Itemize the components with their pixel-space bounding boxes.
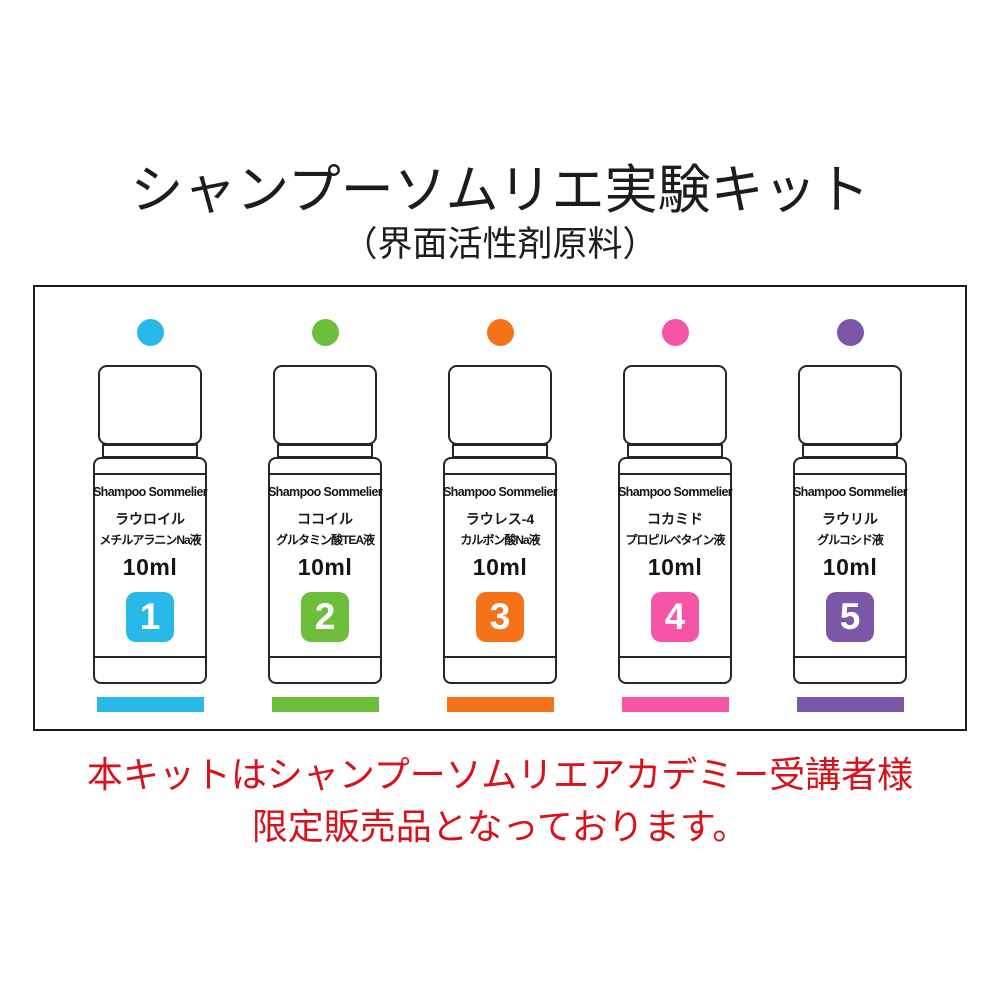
bottle-4-pink: Shampoo Sommelier コカミド プロピルベタイン液 10ml 4 <box>588 287 763 729</box>
brand-text: Shampoo Sommelier <box>92 485 208 499</box>
color-bar-pink <box>621 697 729 712</box>
restriction-notice: 本キットはシャンプーソムリエアカデミー受講者様 限定販売品となっております。 <box>0 749 1000 853</box>
number-badge-1: 1 <box>126 592 174 642</box>
ingredient-name-line1: ラウロイル <box>115 511 185 527</box>
label-divider <box>445 473 555 475</box>
number-badge-2: 2 <box>301 592 349 642</box>
volume-label: 10ml <box>472 554 528 580</box>
bottle-cap <box>98 365 202 445</box>
bottle-3-orange: Shampoo Sommelier ラウレス-4 カルボン酸Na液 10ml 3 <box>413 287 588 729</box>
volume-label: 10ml <box>647 554 703 580</box>
color-dot-blue <box>136 319 164 346</box>
ingredient-name-line2: グルコシド液 <box>817 533 884 547</box>
page-title: シャンプーソムリエ実験キット <box>130 161 870 220</box>
volume-label: 10ml <box>822 554 878 580</box>
bottle-cap <box>623 365 727 445</box>
bottle-neck <box>627 444 723 458</box>
bottle-1-blue: Shampoo Sommelier ラウロイル メチルアラニンNa液 10ml … <box>63 287 238 729</box>
color-dot-pink <box>661 319 689 346</box>
ingredient-name-line2: カルボン酸Na液 <box>460 533 540 547</box>
ingredient-name-line2: グルタミン酸TEA液 <box>275 533 375 547</box>
ingredient-name-line1: コカミド <box>647 511 703 527</box>
restriction-notice-line1: 本キットはシャンプーソムリエアカデミー受講者様 <box>86 754 914 795</box>
restriction-notice-line2: 限定販売品となっております。 <box>251 806 749 847</box>
color-dot-orange <box>486 319 514 346</box>
label-divider <box>95 656 205 658</box>
page-subtitle: （界面活性剤原料） <box>342 225 658 264</box>
bottle-body: Shampoo Sommelier ラウレス-4 カルボン酸Na液 10ml 3 <box>442 457 558 684</box>
ingredient-name-line1: ラウリル <box>822 511 878 527</box>
color-bar-purple <box>796 697 904 712</box>
bottle-body: Shampoo Sommelier ラウロイル メチルアラニンNa液 10ml … <box>92 457 208 684</box>
bottle-cap <box>448 365 552 445</box>
label-divider <box>95 473 205 475</box>
color-dot-green <box>311 319 339 346</box>
bottle-body: Shampoo Sommelier コカミド プロピルベタイン液 10ml 4 <box>617 457 733 684</box>
brand-text: Shampoo Sommelier <box>617 485 733 499</box>
label-divider <box>795 656 905 658</box>
label-divider <box>795 473 905 475</box>
volume-label: 10ml <box>297 554 353 580</box>
label-divider <box>620 656 730 658</box>
number-badge-3: 3 <box>476 592 524 642</box>
number-badge-4: 4 <box>651 592 699 642</box>
label-divider <box>620 473 730 475</box>
brand-text: Shampoo Sommelier <box>267 485 383 499</box>
bottle-cap <box>798 365 902 445</box>
color-bar-blue <box>96 697 204 712</box>
color-bar-green <box>271 697 379 712</box>
color-bar-orange <box>446 697 554 712</box>
label-divider <box>270 473 380 475</box>
color-dot-purple <box>836 319 864 346</box>
label-divider <box>270 656 380 658</box>
ingredient-name-line1: ココイル <box>297 511 353 527</box>
bottle-neck <box>277 444 373 458</box>
bottle-5-purple: Shampoo Sommelier ラウリル グルコシド液 10ml 5 <box>763 287 938 729</box>
brand-text: Shampoo Sommelier <box>442 485 558 499</box>
bottle-neck <box>452 444 548 458</box>
bottle-body: Shampoo Sommelier ラウリル グルコシド液 10ml 5 <box>792 457 908 684</box>
bottle-body: Shampoo Sommelier ココイル グルタミン酸TEA液 10ml 2 <box>267 457 383 684</box>
label-divider <box>445 656 555 658</box>
bottle-neck <box>102 444 198 458</box>
bottle-neck <box>802 444 898 458</box>
volume-label: 10ml <box>122 554 178 580</box>
kit-contents-box: Shampoo Sommelier ラウロイル メチルアラニンNa液 10ml … <box>33 285 967 731</box>
bottle-2-green: Shampoo Sommelier ココイル グルタミン酸TEA液 10ml 2 <box>238 287 413 729</box>
bottle-cap <box>273 365 377 445</box>
ingredient-name-line2: メチルアラニンNa液 <box>99 533 201 547</box>
brand-text: Shampoo Sommelier <box>792 485 908 499</box>
ingredient-name-line2: プロピルベタイン液 <box>625 533 725 547</box>
ingredient-name-line1: ラウレス-4 <box>465 511 535 527</box>
number-badge-5: 5 <box>826 592 874 642</box>
